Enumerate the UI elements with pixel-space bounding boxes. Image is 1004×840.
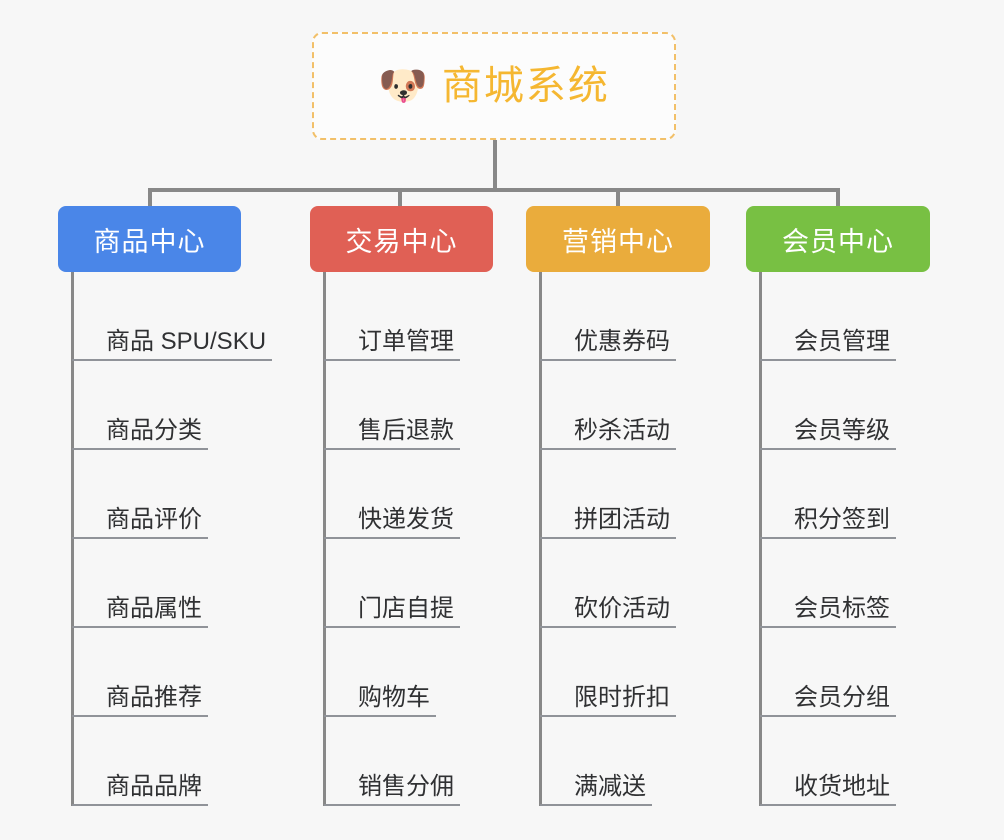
leaf-item[interactable]: 销售分佣 bbox=[324, 717, 530, 806]
leaf-label: 砍价活动 bbox=[540, 595, 676, 628]
leaf-item[interactable]: 秒杀活动 bbox=[540, 361, 742, 450]
leaf-item[interactable]: 订单管理 bbox=[324, 272, 530, 361]
leaf-item[interactable]: 积分签到 bbox=[760, 450, 966, 539]
branch-product-center: 商品中心 商品 SPU/SKU 商品分类 商品评价 商品属性 商品推荐 商品品牌 bbox=[58, 206, 298, 806]
root-title: 商城系统 bbox=[441, 64, 610, 108]
leaf-label: 快递发货 bbox=[324, 506, 460, 539]
leaf-label: 限时折扣 bbox=[540, 684, 676, 717]
branch-member-center: 会员中心 会员管理 会员等级 积分签到 会员标签 会员分组 收货地址 bbox=[746, 206, 966, 806]
leaf-label: 商品分类 bbox=[72, 417, 208, 450]
leaf-item[interactable]: 购物车 bbox=[324, 628, 530, 717]
category-header-marketing-center[interactable]: 营销中心 bbox=[526, 206, 710, 272]
branch-rail bbox=[539, 272, 542, 806]
category-header-trade-center[interactable]: 交易中心 bbox=[310, 206, 493, 272]
connector-horizontal-spine bbox=[148, 188, 840, 192]
connector-drop-product-center bbox=[148, 188, 152, 210]
leaf-label: 会员等级 bbox=[760, 417, 896, 450]
leaf-item[interactable]: 收货地址 bbox=[760, 717, 966, 806]
leaf-label: 积分签到 bbox=[760, 506, 896, 539]
leaf-item[interactable]: 限时折扣 bbox=[540, 628, 742, 717]
leaf-label: 收货地址 bbox=[760, 773, 896, 806]
dog-face-icon: 🐶 bbox=[378, 64, 428, 108]
leaf-item[interactable]: 砍价活动 bbox=[540, 539, 742, 628]
leaf-item[interactable]: 商品属性 bbox=[72, 539, 298, 628]
leaf-item[interactable]: 商品评价 bbox=[72, 450, 298, 539]
branch-marketing-center: 营销中心 优惠券码 秒杀活动 拼团活动 砍价活动 限时折扣 满减送 bbox=[526, 206, 742, 806]
leaf-label: 会员管理 bbox=[760, 328, 896, 361]
category-header-product-center[interactable]: 商品中心 bbox=[58, 206, 241, 272]
leaf-label: 会员分组 bbox=[760, 684, 896, 717]
leaf-label: 会员标签 bbox=[760, 595, 896, 628]
connector-root-stem bbox=[493, 140, 497, 192]
leaf-item[interactable]: 门店自提 bbox=[324, 539, 530, 628]
leaf-item[interactable]: 商品 SPU/SKU bbox=[72, 272, 298, 361]
leaf-label: 门店自提 bbox=[324, 595, 460, 628]
leaf-item[interactable]: 商品推荐 bbox=[72, 628, 298, 717]
leaf-item[interactable]: 满减送 bbox=[540, 717, 742, 806]
leaf-list-trade-center: 订单管理 售后退款 快递发货 门店自提 购物车 销售分佣 bbox=[310, 272, 530, 806]
leaf-label: 订单管理 bbox=[324, 328, 460, 361]
leaf-label: 优惠券码 bbox=[540, 328, 676, 361]
leaf-item[interactable]: 会员等级 bbox=[760, 361, 966, 450]
leaf-label: 商品属性 bbox=[72, 595, 208, 628]
connector-drop-marketing-center bbox=[616, 188, 620, 210]
leaf-label: 购物车 bbox=[324, 684, 436, 717]
leaf-item[interactable]: 会员标签 bbox=[760, 539, 966, 628]
branch-rail bbox=[323, 272, 326, 806]
leaf-item[interactable]: 拼团活动 bbox=[540, 450, 742, 539]
leaf-list-member-center: 会员管理 会员等级 积分签到 会员标签 会员分组 收货地址 bbox=[746, 272, 966, 806]
leaf-item[interactable]: 商品品牌 bbox=[72, 717, 298, 806]
leaf-item[interactable]: 优惠券码 bbox=[540, 272, 742, 361]
leaf-item[interactable]: 售后退款 bbox=[324, 361, 530, 450]
leaf-label: 拼团活动 bbox=[540, 506, 676, 539]
leaf-label: 商品品牌 bbox=[72, 773, 208, 806]
leaf-list-product-center: 商品 SPU/SKU 商品分类 商品评价 商品属性 商品推荐 商品品牌 bbox=[58, 272, 298, 806]
branch-rail bbox=[759, 272, 762, 806]
leaf-label: 商品 SPU/SKU bbox=[72, 328, 273, 361]
leaf-label: 销售分佣 bbox=[324, 773, 460, 806]
connector-drop-member-center bbox=[836, 188, 840, 210]
leaf-item[interactable]: 会员分组 bbox=[760, 628, 966, 717]
leaf-label: 满减送 bbox=[540, 773, 652, 806]
leaf-list-marketing-center: 优惠券码 秒杀活动 拼团活动 砍价活动 限时折扣 满减送 bbox=[526, 272, 742, 806]
leaf-label: 商品推荐 bbox=[72, 684, 208, 717]
connector-drop-trade-center bbox=[398, 188, 402, 210]
leaf-item[interactable]: 会员管理 bbox=[760, 272, 966, 361]
category-header-member-center[interactable]: 会员中心 bbox=[746, 206, 930, 272]
branch-trade-center: 交易中心 订单管理 售后退款 快递发货 门店自提 购物车 销售分佣 bbox=[310, 206, 530, 806]
root-node[interactable]: 🐶 商城系统 bbox=[312, 32, 676, 140]
leaf-label: 商品评价 bbox=[72, 506, 208, 539]
leaf-item[interactable]: 快递发货 bbox=[324, 450, 530, 539]
leaf-label: 秒杀活动 bbox=[540, 417, 676, 450]
branch-rail bbox=[71, 272, 74, 806]
leaf-item[interactable]: 商品分类 bbox=[72, 361, 298, 450]
leaf-label: 售后退款 bbox=[324, 417, 460, 450]
